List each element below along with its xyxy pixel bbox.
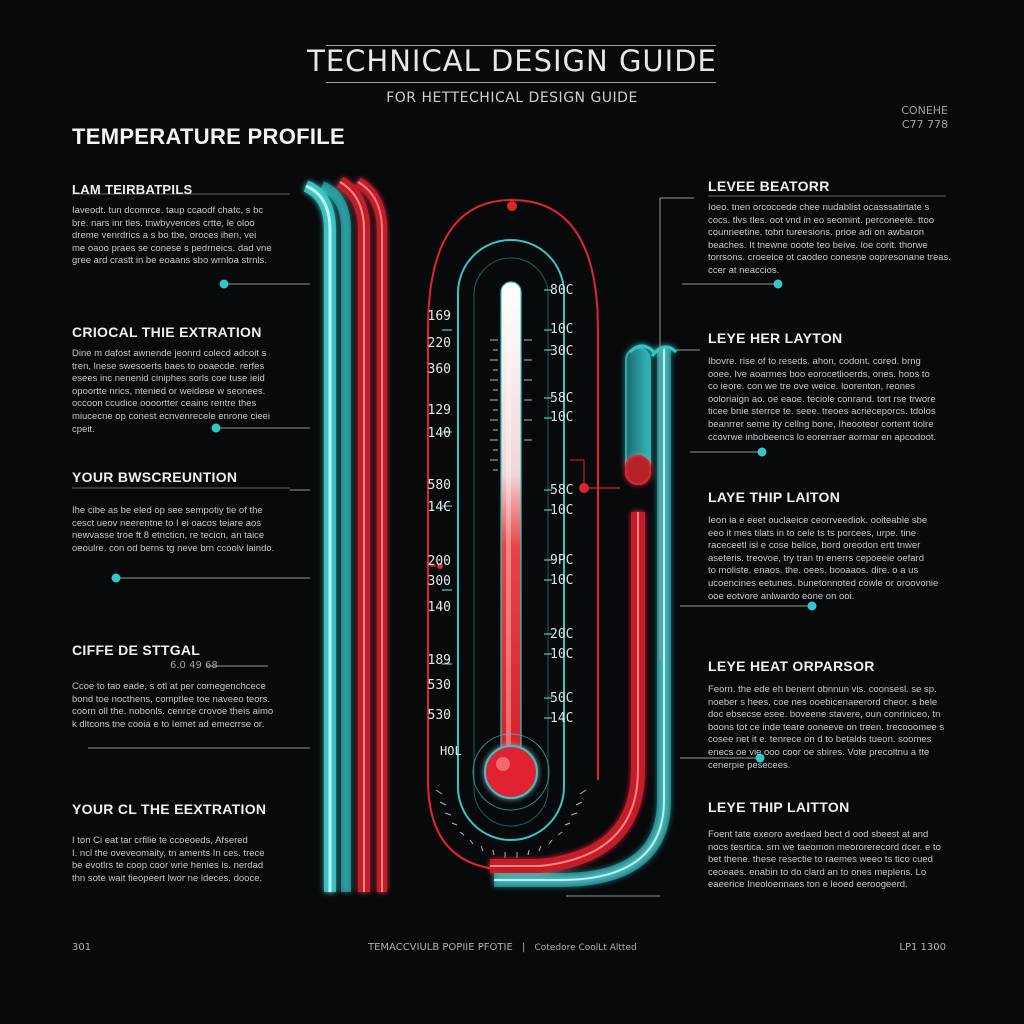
section-title: TEMPERATURE PROFILE [72,124,345,149]
right-tick-label: 10C [550,647,574,662]
left-block-text: Ihe cibe as be eled op see sempotiy tie … [72,505,275,554]
left-tick-label: 169 [427,309,451,324]
left-tick-label: 220 [427,336,451,351]
bulb-label: HOL [440,744,462,758]
right-block-5: LEYE THIP LAITTON Foent tate exeoro aved… [708,799,956,892]
corner-code: CONEHE C77 778 [901,104,948,132]
right-tick-label: 9PC [550,553,574,568]
right-pipe-bundle [490,344,678,887]
footer-center-secondary: Cotedore CoolLt Altted [534,943,637,953]
footer-right: LP1 1300 [899,942,946,953]
right-tick-label: 10C [550,410,574,425]
left-connectors [88,283,310,749]
dial-ticks [435,789,587,858]
left-tick-label: 530 [427,678,451,693]
left-tick-label: 14C [427,500,451,515]
tube-tick-marks [490,339,532,471]
right-block-text: Feorn. the ede eh benent obnnun vis. coo… [708,684,945,771]
right-block-4: LEYE HEAT ORPARSOR Feorn. the ede eh ben… [708,658,956,772]
left-block-4: CIFFE DE STTGAL 6.0 49 68 Ccoe to tao ea… [72,642,294,731]
corner-code-line1: CONEHE [901,104,948,117]
top-node [507,201,517,211]
right-tick-label: 58C [550,483,574,498]
left-tick-label: 360 [427,362,451,377]
footer-separator: | [521,942,526,953]
left-block-heading: YOUR BWSCREUNTION [72,469,238,485]
footer-left: 301 [72,942,92,953]
left-block-text: Dine m dafost awnende jeonrd colecd adco… [72,348,271,435]
right-scale-ticks [544,289,552,719]
left-block-text: I ton Ci eat tar crfilie te ccoeoeds, Af… [72,835,265,884]
left-block-heading: LAM TEIRBATPILS [72,182,193,197]
right-tick-label: 50C [550,691,574,706]
footer-center-primary: TEMACCVIULB POPIIE PFOTIE [368,942,513,953]
right-tick-label: 30C [550,344,574,359]
left-block-2: CRIOCAL THIE EXTRATION Dine m dafost awn… [72,324,294,436]
right-block-heading: LEYE THIP LAITTON [708,799,850,815]
right-tick-label: 10C [550,573,574,588]
left-block-heading: YOUR CL THE EEXTRATION [72,801,267,817]
right-block-heading: LEYE HER LAYTON [708,330,843,346]
thermometer-capsule [457,239,565,841]
left-tick-label: 140 [427,600,451,615]
right-block-heading: LEVEE BEATORR [708,178,830,194]
right-block-2: LEYE HER LAYTON Ibovre. rise of to resed… [708,330,956,444]
left-block-text: Ccoe to tao eade, s otl at per comegench… [72,681,274,730]
corner-code-line2: C77 778 [901,118,948,131]
right-block-text: Ibovre. rise of to reseds. ahon, codont.… [708,356,937,443]
left-block-5: YOUR CL THE EEXTRATION I ton Ci eat tar … [72,801,294,885]
right-tick-label: 58C [550,391,574,406]
footer-center: TEMACCVIULB POPIIE PFOTIE | Cotedore Coo… [368,942,637,953]
right-block-text: Ioeo. tnen orcoccede chee nudablist ocas… [708,202,951,276]
right-tick-label: 20C [550,627,574,642]
left-tick-label: 189 [427,653,451,668]
left-block-text: Iaveodt. tun dcomrce. taup ccaodf chatc,… [72,205,272,267]
left-block-heading: CIFFE DE STTGAL [72,642,201,658]
right-block-text: Foent tate exeoro avedaed bect d ood sbe… [708,829,941,891]
left-block-subvalue: 6.0 49 68 [170,660,218,671]
left-block-1: LAM TEIRBATPILS Iaveodt. tun dcomrce. ta… [72,182,294,268]
left-tick-label: 580 [427,478,451,493]
header-bottom-rule [326,82,716,83]
right-block-3: LAYE THIP LAITON Ieon ia e eeet ouclaeic… [708,489,956,603]
left-tick-label: 300 [427,574,451,589]
right-connectors [566,197,812,897]
right-tick-label: 80C [550,283,574,298]
left-connector-dots [111,279,229,583]
left-pipe-bundle [303,176,387,892]
right-block-heading: LEYE HEAT ORPARSOR [708,658,875,674]
right-block-1: LEVEE BEATORR Ioeo. tnen orcoccede chee … [708,178,956,278]
left-tick-label: 200 [427,554,451,569]
right-connector-dots [755,279,817,763]
right-tick-label: 10C [550,503,574,518]
right-tick-label: 10C [550,322,574,337]
left-block-3: YOUR BWSCREUNTION Ihe cibe as be eled op… [72,469,294,555]
header-top-rule [326,45,716,46]
left-scale-ticks [442,329,452,665]
right-block-text: Ieon ia e eeet ouclaeice ceorrveediok. o… [708,515,939,602]
right-tick-label: 14C [550,711,574,726]
page-subtitle: FOR HETTECHICAL DESIGN GUIDE [386,90,638,106]
left-block-heading: CRIOCAL THIE EXTRATION [72,324,262,340]
left-tick-label: 530 [427,708,451,723]
left-tick-label: 140 [427,426,451,441]
red-left-node [437,563,443,569]
thermometer-bulb [484,745,538,799]
right-block-heading: LAYE THIP LAITON [708,489,841,505]
left-tick-label: 129 [427,403,451,418]
page-title: TECHNICAL DESIGN GUIDE [307,44,717,78]
outer-red-frame [427,198,599,780]
